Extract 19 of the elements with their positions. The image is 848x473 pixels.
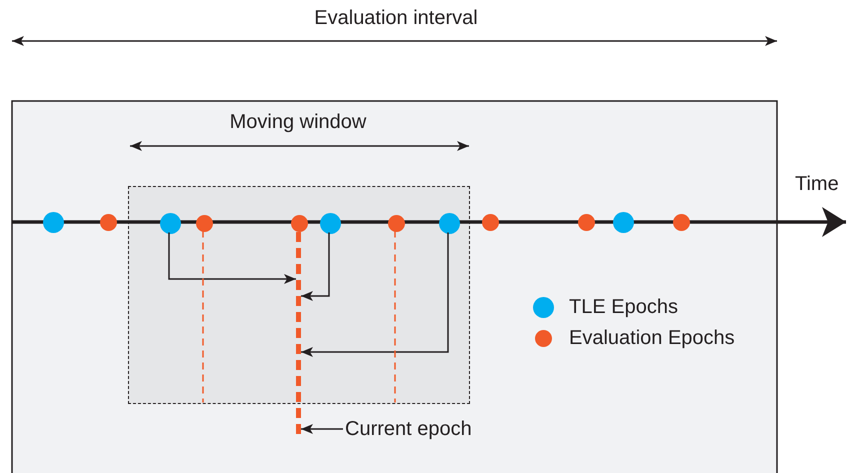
legend-label: Evaluation Epochs	[569, 328, 735, 348]
legend-label: TLE Epochs	[569, 297, 678, 317]
arrow	[301, 232, 449, 357]
moving-window-box	[128, 186, 470, 404]
arrow	[168, 232, 296, 284]
callout-text: Current epoch	[345, 419, 472, 439]
epoch-dot	[438, 212, 460, 234]
dimension-label: Moving window	[230, 112, 366, 132]
epoch-dot	[388, 214, 404, 232]
arrow	[301, 232, 330, 301]
dashed-line	[394, 230, 396, 402]
epoch-dot	[320, 212, 340, 234]
epoch-dot	[160, 212, 180, 234]
epoch-dot	[196, 214, 212, 232]
epoch-dot	[290, 214, 308, 232]
dimension-label: Evaluation interval	[314, 8, 478, 28]
dashed-line	[202, 230, 204, 402]
axis-label: Time	[795, 174, 839, 194]
arrow	[301, 424, 343, 434]
